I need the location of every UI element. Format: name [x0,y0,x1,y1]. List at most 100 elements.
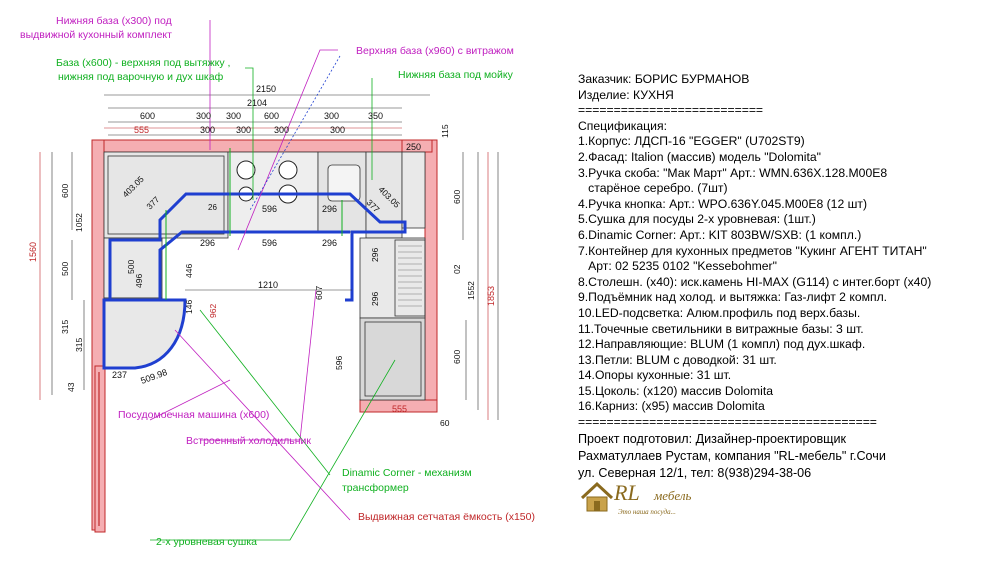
dim-300-r4: 300 [330,125,345,135]
green-lines [165,148,343,300]
dim-509: 509.98 [139,367,168,386]
sink [327,164,361,202]
dim-600-right-b: 600 [452,350,462,364]
separator-1: ========================== [578,103,764,118]
spec-item: старёное серебро. (7шт) [578,181,728,196]
callout-lower-base-sink: Нижняя база под мойку [398,69,514,81]
logo-word: мебель [654,488,692,503]
dim-296-c: 296 [322,238,337,248]
company-logo: RL мебель Это наша посуда... [578,476,718,520]
dim-237: 237 [112,370,127,380]
dim-1853: 1853 [486,286,496,306]
callout-basket: Выдвижная сетчатая ёмкость (x150) [358,511,535,523]
dim-300-r3: 300 [274,125,289,135]
dynamic-corner [102,298,187,370]
prepared-by: Проект подготовил: Дизайнер-проектировщи… [578,431,847,446]
dim-1560: 1560 [28,242,38,262]
upper-cabinets-outline [108,192,407,302]
dim-600b: 600 [264,111,279,121]
dim-500-small: 500 [126,260,136,274]
dim-596-v: 596 [334,356,344,370]
spec-item: 3.Ручка скоба: "Мак Март" Арт.: WMN.636X… [578,165,888,180]
dim-315-b: 315 [74,338,84,352]
dim-600-right: 600 [452,190,462,204]
dim-1052: 1052 [74,213,84,232]
callout-base-600-2: нижняя под варочную и дух шкаф [58,71,224,83]
dim-26: 26 [208,203,217,212]
specification-block: Заказчик: БОРИС БУРМАНОВ Изделие: КУХНЯ … [578,72,978,482]
dim-296-d: 296 [370,248,380,262]
spec-item: 12.Направляющие: BLUM (1 компл) под дух.… [578,337,866,352]
spec-item: 10.LED-подсветка: Алюм.профиль под верх.… [578,305,861,320]
dim-2150: 2150 [256,84,276,94]
spec-item: 13.Петли: BLUM с доводкой: 31 шт. [578,352,777,367]
dim-296-e: 296 [370,292,380,306]
dim-146: 146 [184,300,194,314]
callout-dishwasher: Посудомоечная машина (x600) [118,409,269,421]
spec-item: 1.Корпус: ЛДСП-16 "EGGER" (U702ST9) [578,134,805,149]
dim-115: 115 [440,124,450,138]
dim-250: 250 [406,142,421,152]
dim-296-a: 296 [322,204,337,214]
dim-555-top: 555 [134,125,149,135]
spec-item: 6.Dinamic Corner: Арт.: KIT 803BW/SXB: (… [578,227,862,242]
spec-item: 8.Столешн. (x40): иск.камень HI-MAX (G11… [578,274,932,289]
magenta-leaders [149,20,351,521]
spec-item: 9.Подъёмник над холод. и вытяжка: Газ-ли… [578,290,888,305]
dim-555-bottom: 555 [392,404,407,414]
callout-dynamic-corner-1: Dinamic Corner - механизм [342,467,472,479]
dim-600-left: 600 [60,184,70,198]
callout-lower-base-drawer-1: Нижняя база (x300) под [56,15,172,27]
dimension-lines [51,94,499,420]
dim-315-a: 315 [60,320,70,334]
green-leaders [150,67,396,541]
callout-dryer: 2-х уровневая сушка [156,536,257,548]
callout-fridge: Встроенный холодильник [186,435,311,447]
dim-02: 02 [452,264,462,274]
house-icon [580,481,614,512]
callout-lower-base-drawer-2: выдвижной кухонный комплект [20,29,172,41]
dim-496: 496 [134,274,144,288]
dim-962: 962 [208,304,218,318]
spec-item: 15.Цоколь: (x120) массив Dolomita [578,383,773,398]
drawer-stripes [398,245,422,307]
dim-300a: 300 [196,111,211,121]
spec-item: 2.Фасад: Italion (массив) модель "Dolomi… [578,149,821,164]
callout-dynamic-corner-2: трансформер [342,482,409,494]
spec-item: 7.Контейнер для кухонных предметов "Куки… [578,243,927,258]
dim-300-r1: 300 [200,125,215,135]
dim-43: 43 [66,382,76,392]
dim-350: 350 [368,111,383,121]
callout-base-600-1: База (x600) - верхняя под вытяжку , [56,57,230,69]
dim-1210: 1210 [258,280,278,290]
kitchen-plan: 2150 2104 600 300 300 600 300 350 300 30… [20,15,535,548]
dim-1552: 1552 [466,281,476,300]
logo-slogan: Это наша посуда... [618,508,676,516]
customer-line: Заказчик: БОРИС БУРМАНОВ [578,72,750,86]
dim-600: 600 [140,111,155,121]
product-line: Изделие: КУХНЯ [578,87,674,102]
callout-upper-base-glass: Верхняя база (x960) с витражом [356,45,514,57]
dim-607: 607 [314,286,324,300]
dim-596-b: 596 [262,238,277,248]
spec-item: 11.Точечные светильники в витражные базы… [578,321,864,336]
spec-item: 5.Сушка для посуды 2-х уровневая: (1шт.) [578,212,816,227]
dim-446: 446 [184,264,194,278]
spec-item: 4.Ручка кнопка: Арт.: WPO.636Y.045.M00E8… [578,196,868,211]
spec-item: Арт: 02 5235 0102 "Kessebohmer" [578,259,777,274]
dim-300-r2: 300 [236,125,251,135]
dim-300c: 300 [324,111,339,121]
spec-title: Спецификация: [578,118,667,133]
callout-texts: Нижняя база (x300) под выдвижной кухонны… [20,15,535,548]
dim-300b: 300 [226,111,241,121]
dim-500-left: 500 [60,262,70,276]
dim-596-a: 596 [262,204,277,214]
address-line: ул. Северная 12/1, тел: 8(938)294-38-06 [578,465,812,480]
separator-2: ========================================… [578,415,877,430]
blue-leader [249,55,341,211]
dim-60: 60 [440,418,450,428]
spec-item: 14.Опоры кухонные: 31 шт. [578,368,732,383]
logo-rl: RL [614,480,640,505]
author-line: Рахматуллаев Рустам, компания "RL-мебель… [578,448,886,463]
spec-item: 16.Карниз: (x95) массив Dolomita [578,399,765,414]
